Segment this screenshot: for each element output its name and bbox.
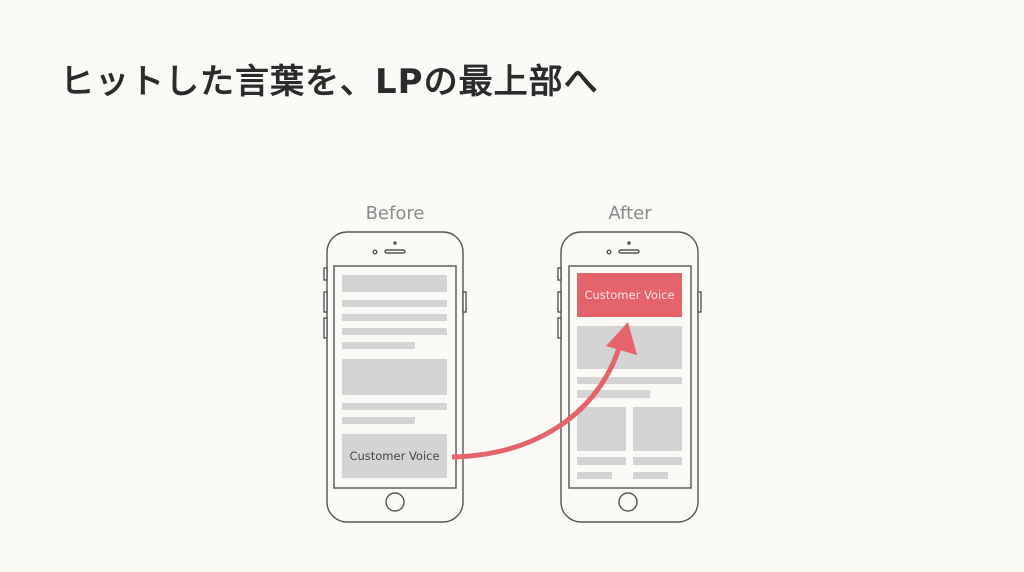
customer-voice-block-after [577,273,682,317]
after-label: After [608,203,652,224]
before-content [342,275,447,478]
arrowhead-icon [606,322,637,355]
after-phone [557,231,702,523]
before-phone [323,231,467,523]
home-button-icon [385,492,405,512]
after-content [577,273,682,479]
before-label: Before [365,203,425,224]
home-button-icon [618,492,638,512]
customer-voice-text-before: Customer Voice [349,449,440,463]
slide-title: ヒットした言葉を、LPの最上部へ [60,62,599,102]
customer-voice-text-after: Customer Voice [584,288,675,302]
move-arrow [451,322,637,460]
customer-voice-block-before [342,434,447,478]
